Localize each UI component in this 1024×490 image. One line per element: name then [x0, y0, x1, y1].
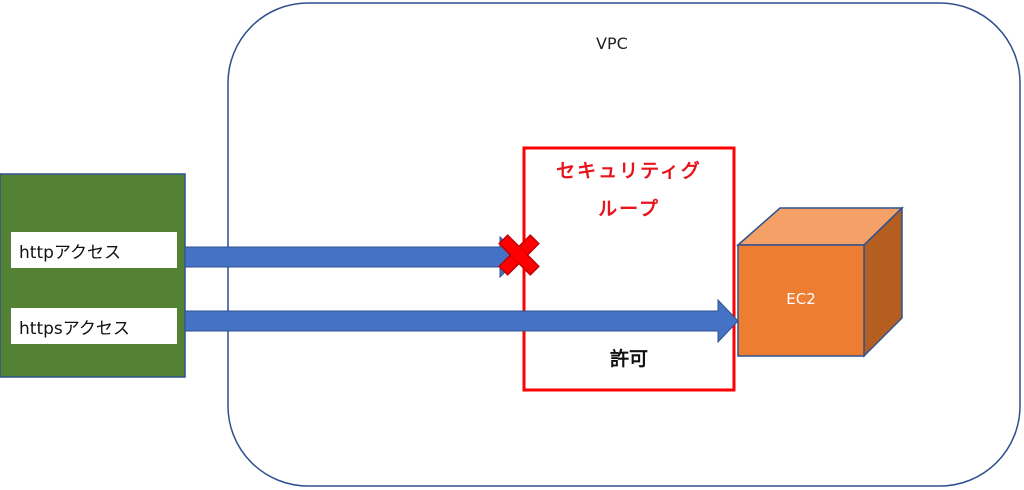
http-access-text: httpアクセス [19, 242, 122, 263]
client-box [0, 173, 186, 378]
https-arrow [184, 298, 739, 344]
allow-label: 許可 [609, 348, 648, 370]
block-x-icon [498, 234, 540, 276]
https-access-label: httpsアクセス [11, 308, 177, 344]
ec2-label: EC2 [786, 290, 816, 308]
security-group-title-line1: セキュリティグ [556, 160, 702, 182]
vpc-container [227, 2, 1021, 487]
http-access-label: httpアクセス [11, 232, 177, 268]
vpc-label: VPC [596, 34, 628, 53]
ec2-cube-icon [736, 206, 904, 358]
ec2-front-face [737, 244, 865, 357]
security-group-title: セキュリティグ ループ [526, 152, 732, 228]
security-group-title-line2: ループ [598, 198, 660, 220]
https-access-text: httpsアクセス [19, 318, 130, 339]
